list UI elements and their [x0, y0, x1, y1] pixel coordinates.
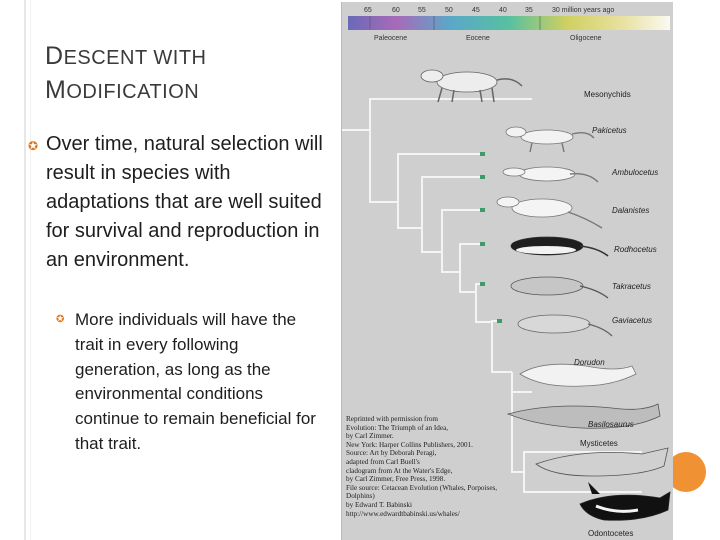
label-ambulocetus: Ambulocetus: [611, 168, 658, 177]
label-gaviacetus: Gaviacetus: [612, 316, 652, 325]
bullet-text: Over time, natural selection will result…: [46, 133, 323, 271]
tick-45: 45: [472, 7, 480, 14]
left-decorative-rule: [24, 0, 26, 540]
dorudon-silhouette: [519, 363, 637, 387]
tick-55: 55: [418, 7, 426, 14]
label-mesonychids: Mesonychids: [584, 90, 631, 99]
timeline-bar: [348, 16, 670, 30]
label-mysticetes: Mysticetes: [580, 439, 618, 448]
slide-title: DESCENT WITH MODIFICATION: [45, 40, 335, 108]
label-pakicetus: Pakicetus: [592, 126, 627, 135]
sub-bullet-text: More individuals will have the trait in …: [75, 310, 316, 453]
title-line-1: DESCENT WITH: [45, 42, 207, 70]
mysticete-silhouette: [535, 447, 669, 477]
title-line-2: MODIFICATION: [45, 76, 200, 104]
label-basilosaurus: Basilosaurus: [588, 420, 634, 429]
rodhocetus-silhouette: [510, 236, 609, 257]
tick-65: 65: [364, 7, 372, 14]
left-decorative-rule-inner: [30, 0, 31, 540]
label-dorudon: Dorudon: [574, 358, 605, 367]
dalanistes-silhouette: [496, 196, 603, 229]
label-odontocetes: Odontocetes: [588, 529, 633, 538]
tick-30: 30 million years ago: [552, 7, 614, 14]
cladogram-branches: [342, 98, 642, 493]
pakicetus-silhouette: [505, 126, 595, 153]
epoch-eocene: Eocene: [466, 35, 490, 42]
epoch-oligocene: Oligocene: [570, 35, 602, 42]
bullet-marker-icon: ✪: [28, 139, 39, 153]
basilosaurus-silhouette: [506, 403, 661, 429]
cladogram-svg: 65 60 55 50 45 40 35 30 million years ag…: [342, 7, 671, 538]
whale-evolution-figure: 65 60 55 50 45 40 35 30 million years ag…: [341, 2, 673, 540]
sub-bullet-marker-icon: ✪: [56, 314, 65, 325]
mesonychid-silhouette: [420, 69, 523, 103]
odontocete-silhouette: [579, 482, 671, 521]
label-takracetus: Takracetus: [612, 282, 651, 291]
image-credit: Reprinted with permission from Evolution…: [346, 415, 498, 518]
gaviacetus-silhouette: [517, 314, 613, 337]
label-dalanistes: Dalanistes: [612, 206, 649, 215]
tick-60: 60: [392, 7, 400, 14]
tick-50: 50: [445, 7, 453, 14]
epoch-paleocene: Paleocene: [374, 35, 407, 42]
takracetus-silhouette: [510, 276, 609, 299]
ambulocetus-silhouette: [502, 166, 599, 183]
node-markers: [480, 152, 502, 323]
label-rodhocetus: Rodhocetus: [614, 245, 657, 254]
tick-35: 35: [525, 7, 533, 14]
tick-40: 40: [499, 7, 507, 14]
